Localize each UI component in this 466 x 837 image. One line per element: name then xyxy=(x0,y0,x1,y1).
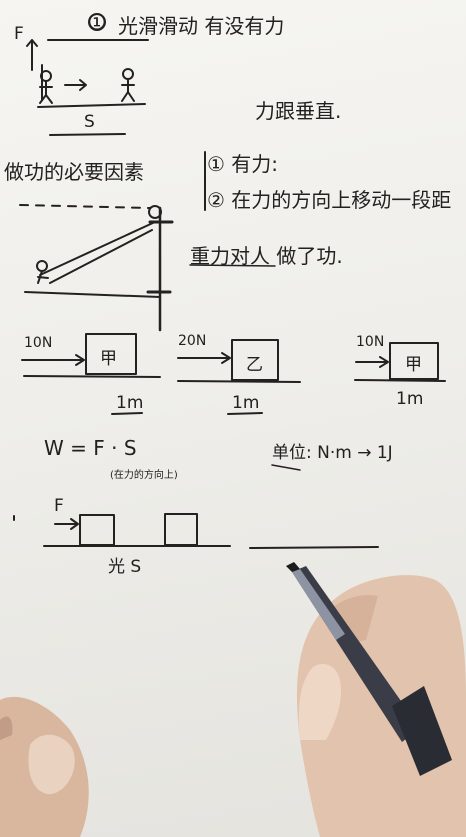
dashed-line xyxy=(19,204,151,209)
distance-label-2: 1m xyxy=(232,393,260,413)
label-smooth-s: 光 S xyxy=(108,557,142,577)
distance-label-1: 1m xyxy=(116,393,144,413)
arrow-force-3 xyxy=(355,356,389,368)
block-label-1: 甲 xyxy=(100,349,117,369)
block-label-3: 甲 xyxy=(405,355,422,375)
note-number: ① xyxy=(88,10,106,34)
ground-line-mid xyxy=(24,291,161,298)
circle-number xyxy=(88,13,106,31)
stick-figure-slope xyxy=(36,260,48,272)
block-yi xyxy=(231,339,279,381)
note-perpendicular: 力跟垂直. xyxy=(255,99,342,123)
rope-line xyxy=(39,221,156,276)
force-label-1: 10N xyxy=(24,335,53,351)
block-end xyxy=(164,513,198,546)
label-f-top: F xyxy=(14,24,24,44)
note-work-done: 重力对人 做了功. xyxy=(190,244,343,268)
ground-line-3 xyxy=(354,379,446,382)
left-hand xyxy=(0,696,89,837)
block-label-2: 乙 xyxy=(246,355,263,375)
note-condition-1: ① 有力: xyxy=(207,152,279,176)
ground-line-1 xyxy=(23,375,161,378)
unit-joule: 单位: N·m → 1J xyxy=(272,443,393,463)
arrow-force-bottom xyxy=(54,518,79,530)
formula-note: (在力的方向上) xyxy=(110,470,178,481)
arrow-up-icon xyxy=(26,39,38,71)
note-factors: 做功的必要因素 xyxy=(4,160,144,184)
block-jia-2 xyxy=(389,342,439,380)
ground-line-top xyxy=(37,103,146,108)
pulley-icon xyxy=(148,205,162,219)
arrow-right-icon xyxy=(64,79,87,91)
arrow-force-2 xyxy=(177,352,231,364)
note-title-line: 光滑滑动 有没有力 xyxy=(118,14,285,38)
s-distance-line xyxy=(49,133,126,136)
ground-line-2 xyxy=(177,380,301,383)
distance-label-3: 1m xyxy=(396,389,424,409)
blank-line xyxy=(249,546,379,549)
block-jia-1 xyxy=(85,333,137,375)
label-f-bottom: F xyxy=(54,496,64,516)
arrow-force-1 xyxy=(21,354,85,366)
label-s-top: S xyxy=(84,112,95,132)
stick-figure-right xyxy=(122,68,134,80)
force-label-2: 20N xyxy=(178,333,207,349)
pen-icon xyxy=(286,562,452,776)
block-start xyxy=(79,514,115,546)
formula-w-fs: W = F · S xyxy=(44,436,137,460)
force-label-3: 10N xyxy=(356,334,385,350)
note-condition-2: ② 在力的方向上移动一段距 xyxy=(207,188,452,212)
